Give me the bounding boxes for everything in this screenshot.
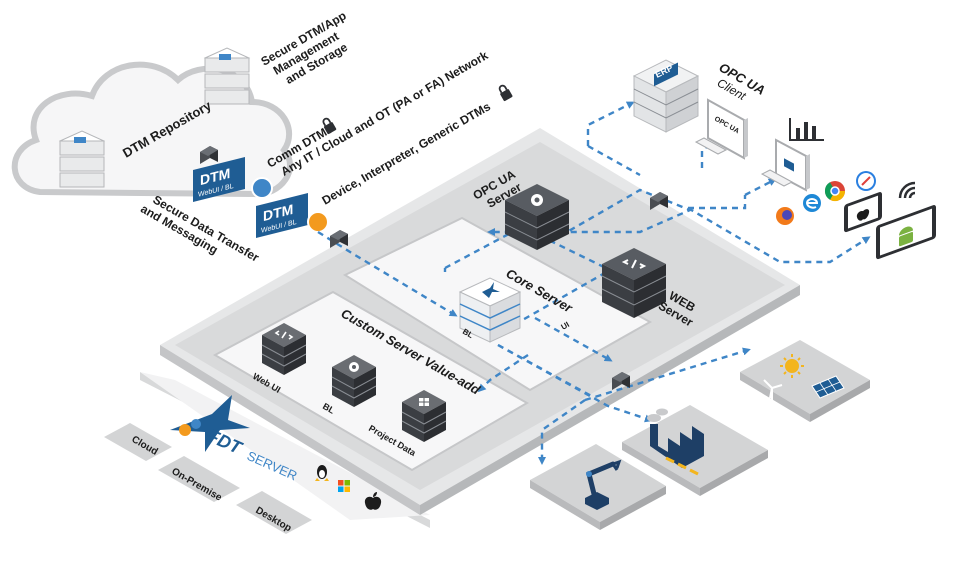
dtm-repository-cloud: DTM Repository: [11, 47, 293, 198]
comm-dtm-badge: DTM WebUI / BL: [193, 157, 245, 202]
renewable-energy-tile: [740, 340, 870, 422]
gear-icon: [531, 194, 543, 206]
apple-icon: [856, 209, 870, 221]
core-ui-label: UI: [560, 320, 571, 332]
dtm-badge-title: DTM: [200, 166, 230, 189]
linux-icon: [315, 465, 329, 481]
apple-icon: [364, 492, 382, 510]
android-icon: [899, 226, 913, 247]
comm-dtm-status-dot: [251, 177, 273, 199]
edge-icon: [803, 194, 821, 212]
tablet-android: [876, 205, 936, 260]
gear-icon: [349, 362, 359, 372]
database-icon: [419, 398, 429, 406]
repo-caption: Secure DTM/App Management and Storage: [259, 8, 351, 86]
tile-desktop: Desktop: [236, 491, 312, 534]
tablet-apple: [844, 192, 882, 233]
sun-icon: [780, 354, 804, 378]
solar-panel-icon: [811, 375, 845, 399]
robot-arm-icon: [585, 459, 622, 510]
monitor-icon: [760, 138, 810, 192]
opc-ua-client-logo: OPC UA Client: [715, 60, 768, 104]
fdt-star-icon: [482, 282, 500, 298]
web-ui-stack: [261, 323, 307, 375]
server-stack-icon: [58, 130, 106, 188]
lock-icon: [495, 82, 514, 103]
tile-cloud: Cloud: [104, 423, 172, 461]
factory-icon: [647, 408, 704, 476]
web-server: [601, 248, 667, 318]
factory-tile: [622, 405, 768, 496]
tile-on-premise: On-Premise: [158, 456, 240, 504]
bar-chart-icon: [789, 118, 824, 141]
monitor-icon: OPC UA: [694, 98, 748, 160]
chrome-icon: [824, 181, 846, 202]
safari-icon: [856, 171, 876, 191]
fdt-star-icon: [170, 395, 250, 452]
secure-transfer-caption: Secure Data Transfer and Messaging: [138, 192, 261, 264]
firefox-icon: [776, 207, 794, 225]
code-icon: [274, 330, 294, 340]
erp-server: [632, 59, 700, 133]
robotics-tile: [530, 444, 666, 530]
opc-ua-server: [504, 184, 570, 250]
device-dtm-badge: DTM WebUI / BL: [256, 193, 308, 238]
project-data-stack: [401, 390, 447, 442]
bl-stack: [331, 355, 377, 407]
windows-icon: [338, 480, 350, 492]
wifi-icon: [898, 181, 916, 199]
server-stack-icon: [203, 47, 251, 105]
device-dtm-status-dot: [307, 211, 329, 233]
wind-turbine-icon: [763, 379, 783, 410]
dtm-badge-title: DTM: [263, 202, 293, 225]
code-icon: [621, 259, 647, 269]
core-server: [458, 277, 522, 343]
